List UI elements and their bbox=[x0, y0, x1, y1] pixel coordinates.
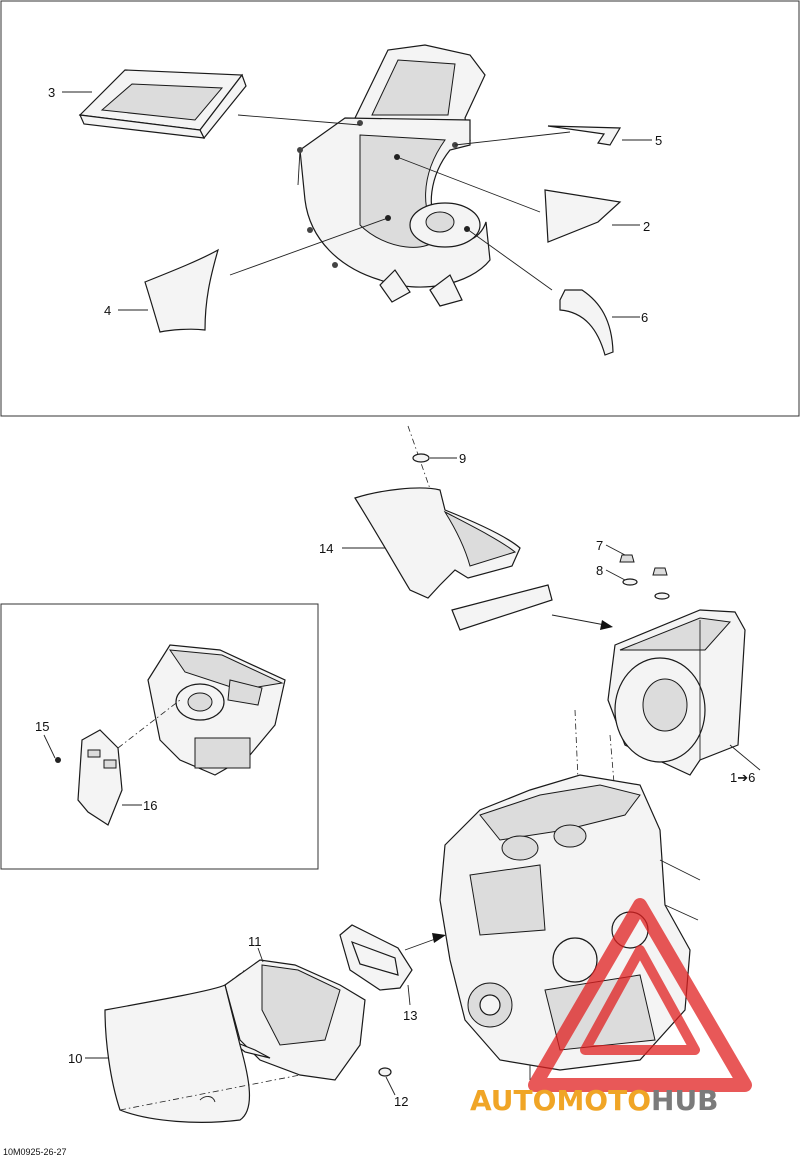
engine-centerline-1 bbox=[574, 709, 579, 781]
part-11-intake-box bbox=[224, 959, 366, 1081]
part-5-seal bbox=[547, 125, 622, 146]
lower-leader-lines bbox=[85, 947, 411, 1111]
callout-14: 14 bbox=[319, 541, 333, 556]
callout-6: 6 bbox=[641, 310, 648, 325]
part-3-filter-frame bbox=[78, 69, 247, 140]
callout-9: 9 bbox=[459, 451, 466, 466]
left-detail-frame bbox=[0, 603, 319, 870]
part-13-seal bbox=[339, 924, 413, 991]
callout-12: 12 bbox=[394, 1094, 408, 1109]
watermark-logo: AUTOMOTOHUB bbox=[470, 898, 752, 1117]
oil-tank bbox=[147, 644, 286, 776]
fan-housing-assembly bbox=[297, 44, 491, 307]
callout-3: 3 bbox=[48, 85, 55, 100]
callout-10: 10 bbox=[68, 1051, 82, 1066]
part-6-shield bbox=[559, 289, 614, 356]
callout-5: 5 bbox=[655, 133, 662, 148]
part-15-screw bbox=[43, 734, 61, 763]
callout-1-6: 1➔6 bbox=[730, 770, 755, 785]
callout-13: 13 bbox=[403, 1008, 417, 1023]
part-7-screw bbox=[605, 544, 668, 576]
drawing-code: 10M0925-26-27 bbox=[3, 1147, 67, 1157]
callout-15: 15 bbox=[35, 719, 49, 734]
top-detail-frame bbox=[0, 0, 800, 417]
fan-housing-installed bbox=[607, 609, 761, 776]
callout-11: 11 bbox=[248, 934, 262, 949]
assembly-arrow-1 bbox=[551, 614, 613, 630]
part-2-deflector bbox=[544, 189, 622, 243]
assembly-arrow-2 bbox=[404, 933, 446, 951]
part-10-cover bbox=[104, 984, 250, 1123]
part-12-nut bbox=[378, 1067, 396, 1096]
callout-16: 16 bbox=[143, 798, 157, 813]
part-4-baffle bbox=[144, 248, 219, 333]
watermark-text: AUTOMOTOHUB bbox=[470, 1084, 719, 1117]
part-16-heat-shield bbox=[77, 699, 181, 826]
callout-2: 2 bbox=[643, 219, 650, 234]
part-10-latch bbox=[199, 1096, 216, 1103]
part-14-air-duct bbox=[342, 487, 553, 631]
callout-4: 4 bbox=[104, 303, 111, 318]
callout-8: 8 bbox=[596, 563, 603, 578]
top-leader-lines bbox=[62, 91, 652, 318]
part-8-washer bbox=[605, 569, 670, 600]
callout-7: 7 bbox=[596, 538, 603, 553]
callout-labels: 3 5 2 4 6 9 14 7 8 1➔6 15 16 11 13 10 12 bbox=[35, 85, 755, 1109]
